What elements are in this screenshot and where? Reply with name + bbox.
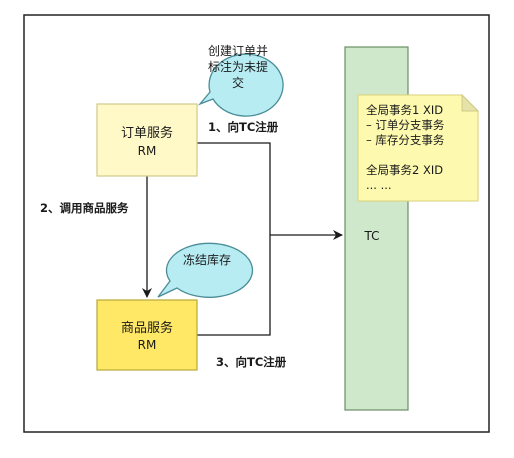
- product-service-name: 商品服务: [121, 320, 173, 336]
- bubble-create-order-line-1: 创建订单并: [208, 44, 268, 58]
- order-service-role: RM: [138, 144, 157, 158]
- xid-note-line: ... ...: [366, 178, 392, 192]
- xid-note: [357, 94, 479, 202]
- edge-label-product-register: 3、向TC注册: [216, 355, 287, 369]
- order-service-node: [96, 103, 198, 177]
- product-service-node: [96, 299, 198, 371]
- tc-label: TC: [363, 229, 379, 243]
- bubble-freeze-stock: [157, 242, 254, 298]
- bubble-create-order: [197, 53, 284, 117]
- bubble-freeze-stock-text: 冻结库存: [183, 252, 231, 267]
- xid-note-line: 全局事务1 XID: [366, 103, 443, 117]
- xid-note-line: – 库存分支事务: [366, 133, 445, 147]
- xid-note-line: 全局事务2 XID: [366, 163, 443, 177]
- bubble-create-order-line-3: 交: [232, 75, 244, 90]
- xid-note-fold: [461, 93, 480, 112]
- edge-product-to-tc: [197, 235, 271, 336]
- product-service-role: RM: [138, 338, 157, 352]
- edge-label-order-register: 1、向TC注册: [208, 120, 279, 134]
- bubble-create-order-line-2: 标注为未提: [208, 59, 268, 74]
- xid-note-line: – 订单分支事务: [366, 118, 445, 132]
- order-service-name: 订单服务: [121, 125, 173, 141]
- edge-label-call-product: 2、调用商品服务: [40, 201, 129, 215]
- edge-order-to-tc: [197, 142, 271, 235]
